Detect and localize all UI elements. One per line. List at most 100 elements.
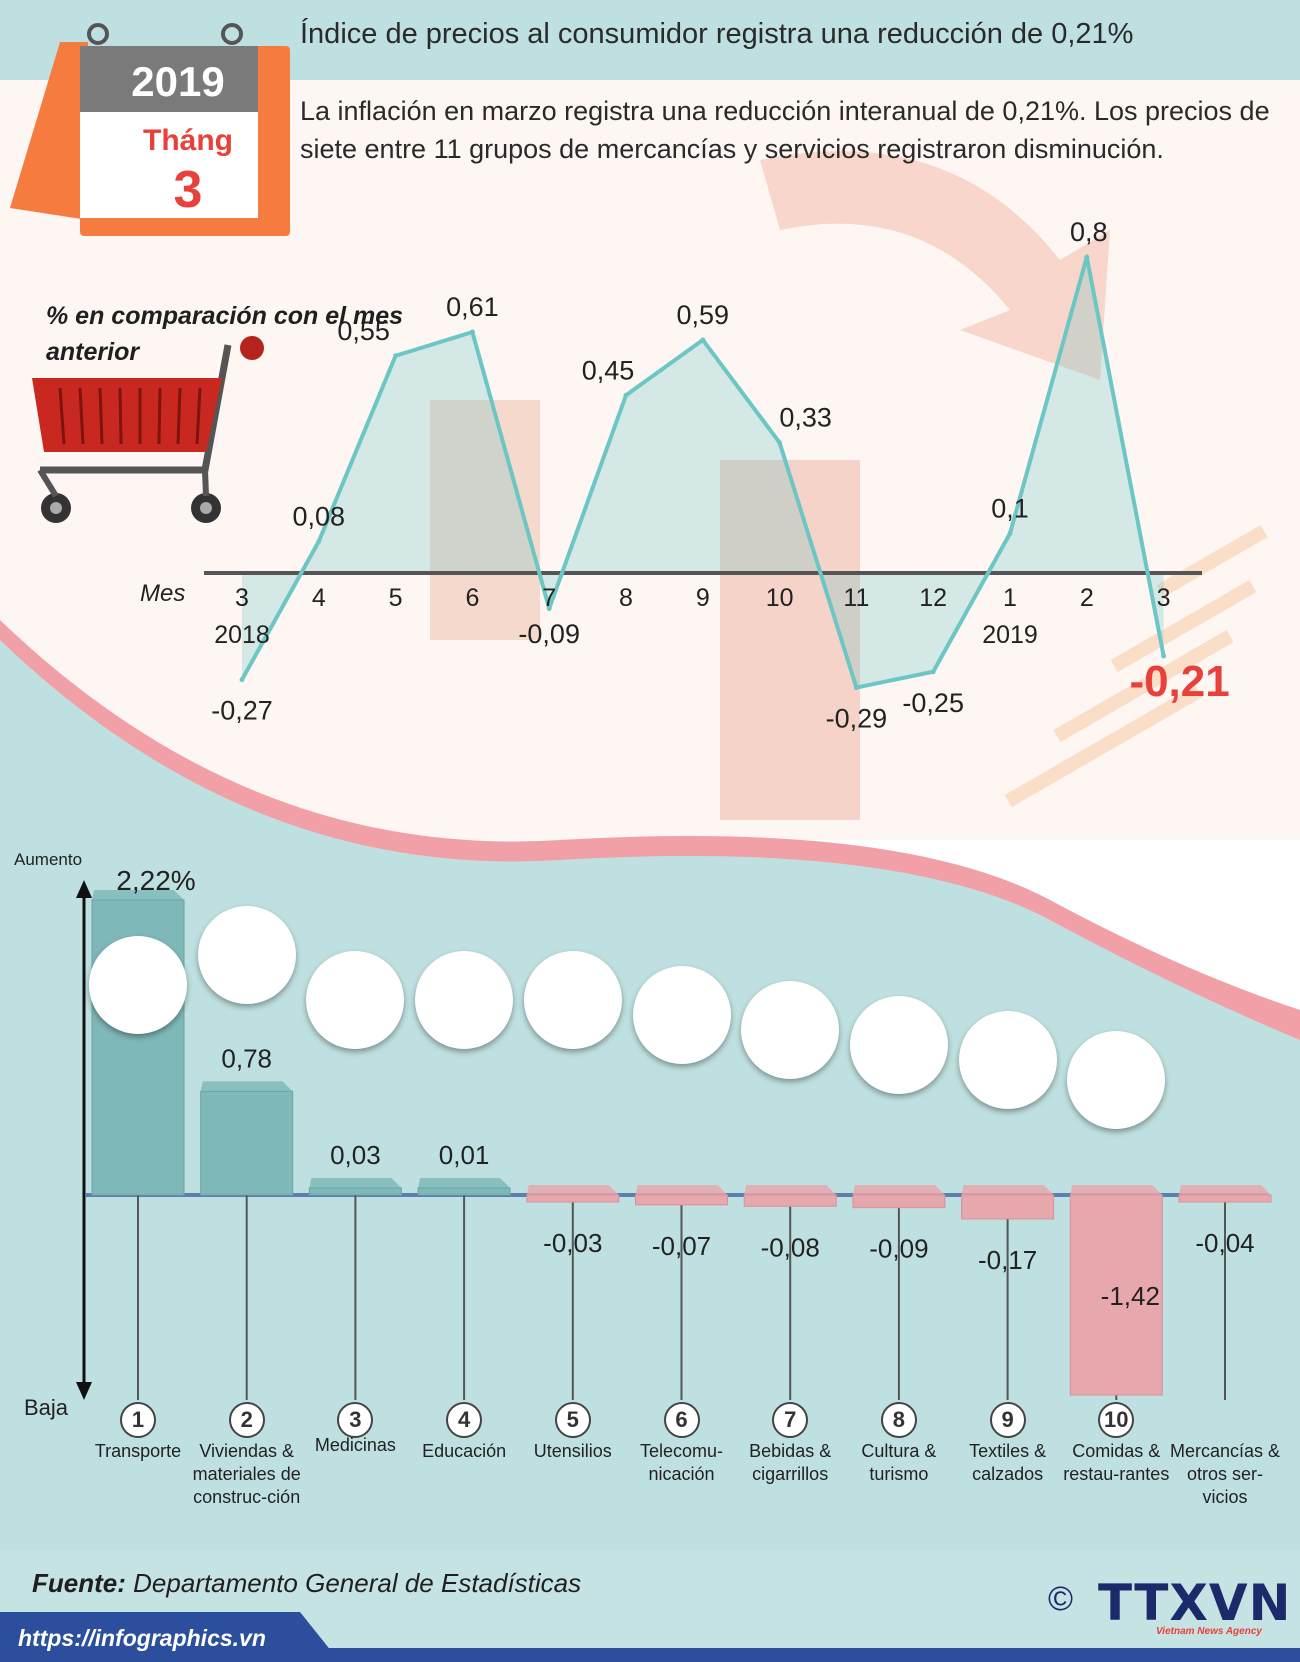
calendar-year: 2019 <box>131 58 225 105</box>
calendar-graphic <box>10 23 290 236</box>
pills-icon <box>306 951 405 1049</box>
year-label: 2019 <box>982 621 1038 649</box>
category-number: 7 <box>772 1402 809 1438</box>
x-tick-label: 3 <box>1157 584 1171 612</box>
bar-value-label: -0,07 <box>652 1231 711 1261</box>
highlight-value-label: -0,21 <box>1129 657 1229 706</box>
x-tick-label: 12 <box>919 584 947 612</box>
data-point <box>1007 531 1013 536</box>
bar-value-label: 2,22% <box>116 865 195 896</box>
bar <box>743 1194 837 1207</box>
category-number: 2 <box>228 1402 265 1438</box>
x-tick-label: 5 <box>389 584 403 612</box>
bar-top-face <box>92 890 184 900</box>
category-label: Cultura & turismo <box>861 1441 937 1484</box>
category-number: 5 <box>554 1402 591 1438</box>
x-tick-label: 9 <box>696 584 710 612</box>
arrow-up-icon <box>76 880 92 898</box>
axis-bottom-label: Baja <box>24 1395 69 1420</box>
bar-value-label: -1,42 <box>1101 1281 1160 1311</box>
data-point <box>469 329 475 335</box>
bar <box>200 1090 294 1196</box>
data-value-label: 0,61 <box>446 292 499 322</box>
page-subtitle: La inflación en marzo registra una reduc… <box>300 96 1270 164</box>
bar-top-face <box>1070 1185 1163 1195</box>
bar-top-face <box>526 1185 619 1195</box>
line-area <box>242 257 1164 688</box>
category-number: 6 <box>663 1402 700 1438</box>
category-label: Educación <box>422 1441 507 1461</box>
x-tick-label: 4 <box>312 584 326 612</box>
bar-value-label: -0,17 <box>978 1245 1037 1275</box>
year-label: 2018 <box>214 621 270 649</box>
category-label: Transporte <box>94 1441 182 1461</box>
category-number: 8 <box>880 1402 917 1438</box>
category-label: Viviendas & materiales de construc-ción <box>192 1441 301 1507</box>
bar <box>308 1187 402 1196</box>
axis-top-label: Aumento <box>14 850 83 869</box>
food-plate-icon <box>1067 1031 1166 1129</box>
x-tick-label: 6 <box>465 584 479 612</box>
bar-value-label: -0,09 <box>869 1234 928 1264</box>
page-title: Índice de precios al consumidor registra… <box>300 18 1134 50</box>
traffic-light-icon <box>89 936 187 1034</box>
bar-top-face <box>418 1178 511 1188</box>
house-icon <box>197 906 296 1004</box>
bar-top-face <box>1179 1185 1271 1195</box>
graduation-cap-icon <box>415 951 514 1049</box>
data-value-label: 0,08 <box>293 501 346 531</box>
category-label: Comidas & restau-rantes <box>1063 1441 1170 1484</box>
data-point <box>1084 254 1090 260</box>
line-chart: 3-0,2740,0850,5560,617-0,0980,4590,59100… <box>204 217 1230 734</box>
ttxvn-logo: TTXVN <box>1098 1574 1292 1632</box>
bar <box>852 1194 946 1209</box>
bar-top-face <box>961 1185 1054 1195</box>
source-line: Fuente: Departamento General de Estadíst… <box>32 1568 581 1599</box>
data-point <box>853 685 859 691</box>
bar-value-label: -0,04 <box>1195 1228 1254 1258</box>
ttxvn-logo-subtitle: Vietnam News Agency <box>1156 1626 1262 1637</box>
shopping-cart-graphic <box>32 336 264 523</box>
data-value-label: 0,1 <box>991 494 1029 524</box>
antenna-tower-icon <box>632 966 731 1064</box>
category-label: Bebidas & cigarrillos <box>749 1441 832 1484</box>
category-label: Telecomu-nicación <box>639 1441 724 1484</box>
data-value-label: -0,27 <box>211 696 273 726</box>
arrow-down-icon <box>76 1382 92 1400</box>
bar-top-face <box>200 1081 293 1092</box>
data-value-label: -0,25 <box>902 688 964 718</box>
shirt-shoes-icon <box>958 1011 1057 1109</box>
drink-cigarettes-icon <box>741 981 840 1079</box>
bar-value-label: -0,08 <box>761 1232 820 1262</box>
x-tick-label: 7 <box>542 584 556 612</box>
source-url-link[interactable]: https://infographics.vn <box>18 1625 266 1651</box>
x-tick-label: 10 <box>766 584 794 612</box>
bar <box>417 1187 511 1196</box>
bar-value-label: 0,78 <box>221 1043 272 1073</box>
line-chart-caption: % en comparación con el mes anterior <box>46 302 404 366</box>
bar-top-face <box>635 1185 728 1195</box>
data-point <box>700 337 706 343</box>
category-number: 4 <box>446 1402 483 1438</box>
category-label: Textiles & calzados <box>969 1441 1047 1484</box>
washing-machine-icon <box>523 951 622 1049</box>
category-number: 10 <box>1098 1402 1135 1438</box>
data-value-label: 0,45 <box>582 355 635 385</box>
copyright-symbol: © <box>1048 1580 1074 1618</box>
data-point <box>1161 653 1167 659</box>
category-number: 3 <box>337 1402 374 1438</box>
bar <box>1178 1194 1272 1203</box>
data-point <box>930 669 936 675</box>
data-value-label: 0,55 <box>337 316 390 346</box>
x-tick-label: 11 <box>843 584 869 612</box>
bar <box>961 1194 1055 1220</box>
x-tick-label: 2 <box>1080 584 1094 612</box>
data-point <box>239 677 245 683</box>
data-value-label: -0,29 <box>826 704 888 734</box>
bar <box>635 1194 728 1206</box>
data-point <box>393 353 399 359</box>
data-point <box>546 606 552 612</box>
bar <box>1069 1194 1163 1396</box>
